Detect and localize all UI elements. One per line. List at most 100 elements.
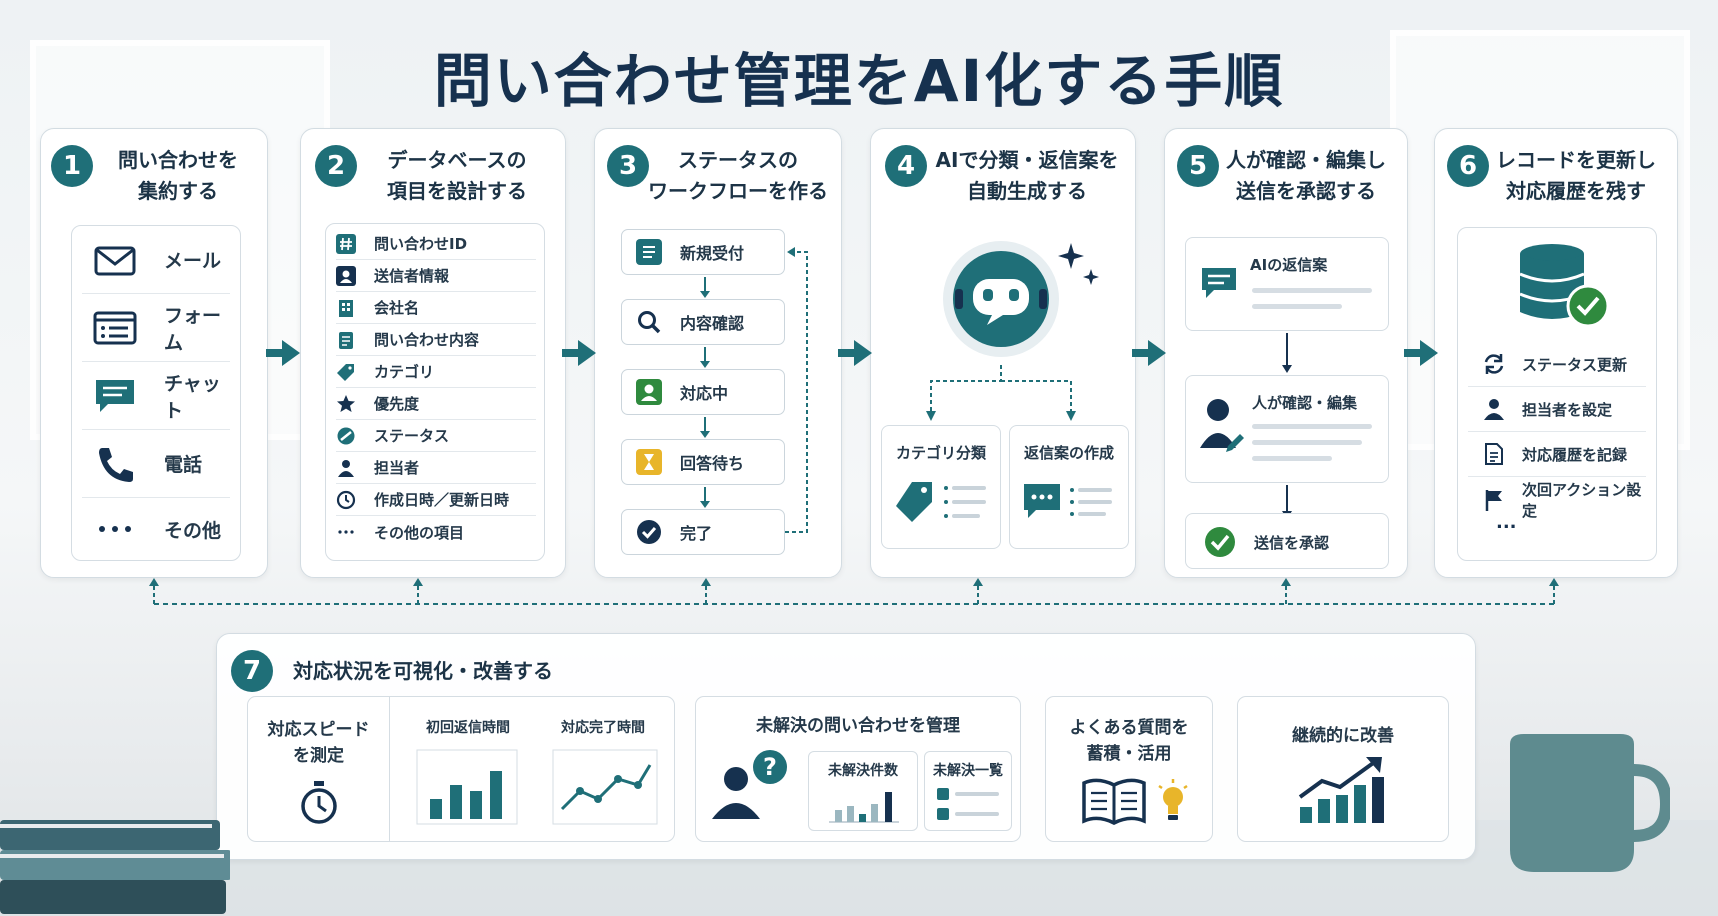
mail-icon xyxy=(94,246,136,275)
refresh-icon xyxy=(1484,354,1504,374)
step-4-panel: 4 AIで分類・返信案を 自動生成する カテゴリ分類 返信案の作成 xyxy=(870,128,1136,578)
channel-label: フォーム xyxy=(164,304,222,354)
step-number: 3 xyxy=(607,145,649,187)
more-icon xyxy=(99,526,131,532)
completion-label: 対応完了時間 xyxy=(561,720,645,736)
step-number: 2 xyxy=(315,145,357,187)
field-label: 問い合わせID xyxy=(374,235,468,253)
bar-chart-icon xyxy=(416,749,518,825)
arrow-down-icon xyxy=(700,417,710,438)
list-item: 次回アクション設定 xyxy=(1468,477,1646,522)
step-number: 1 xyxy=(51,145,93,187)
status-review[interactable]: 内容確認 xyxy=(621,299,785,345)
person-icon xyxy=(636,379,662,405)
step-title-line1: レコードを更新し xyxy=(1496,148,1656,172)
list-item[interactable]: フォーム xyxy=(82,294,230,362)
sub-label: 返信案の作成 xyxy=(1023,444,1114,462)
step-title-line2: 集約する xyxy=(138,179,218,203)
clock-icon xyxy=(336,490,356,509)
tag-icon xyxy=(896,482,986,522)
list-item: 問い合わせID xyxy=(336,228,536,260)
status-waiting[interactable]: 回答待ち xyxy=(621,439,785,485)
arrow-right-icon xyxy=(562,340,596,366)
step-5-panel: 5 人が確認・編集し 送信を承認する AIの返信案 人が確認・編集 送信を承認 xyxy=(1164,128,1408,578)
unresolved-count-label: 未解決件数 xyxy=(828,763,898,779)
arrow-right-icon xyxy=(266,340,300,366)
step-header: 6 レコードを更新し 対応履歴を残す xyxy=(1435,145,1677,207)
status-label: 対応中 xyxy=(680,384,729,403)
loop-back-arrow xyxy=(785,247,808,533)
field-label: カテゴリ xyxy=(374,363,435,381)
tag-icon xyxy=(337,363,354,381)
box-label: 人が確認・編集 xyxy=(1252,394,1358,412)
document-icon xyxy=(1485,443,1503,465)
list-item: カテゴリ xyxy=(336,356,536,388)
unresolved-card: 未解決の問い合わせを管理 ? 未解決件数 未解決一覧 xyxy=(695,696,1021,842)
field-label: 問い合わせ内容 xyxy=(374,331,480,349)
category-classification-box: カテゴリ分類 xyxy=(881,425,1001,549)
unresolved-list-mini: 未解決一覧 xyxy=(924,751,1012,831)
arrow-down-icon xyxy=(700,277,710,298)
field-label: 作成日時／更新日時 xyxy=(374,491,510,509)
update-label: ステータス更新 xyxy=(1522,355,1628,374)
field-label: 優先度 xyxy=(374,395,420,413)
database-check-icon xyxy=(1519,244,1610,328)
step-header: 3 ステータスの ワークフローを作る xyxy=(595,145,841,207)
list-item: ステータス xyxy=(336,420,536,452)
step-title-line2: ワークフローを作る xyxy=(648,179,828,203)
step-number: 5 xyxy=(1177,145,1219,187)
status-done[interactable]: 完了 xyxy=(621,509,785,555)
chat-icon xyxy=(1024,484,1112,518)
list-item: ステータス更新 xyxy=(1468,342,1646,387)
list-icon xyxy=(636,239,662,265)
building-icon xyxy=(339,299,353,317)
person-icon xyxy=(338,459,354,477)
status-label: 完了 xyxy=(680,524,713,543)
faq-title-line2: 蓄積・活用 xyxy=(1086,744,1172,764)
step-title-line1: 問い合わせを xyxy=(118,148,238,172)
approve-send-box[interactable]: 送信を承認 xyxy=(1185,513,1389,569)
line-chart-icon xyxy=(552,749,658,825)
status-new[interactable]: 新規受付 xyxy=(621,229,785,275)
step-header: 5 人が確認・編集し 送信を承認する xyxy=(1165,145,1407,207)
improve-title: 継続的に改善 xyxy=(1292,726,1394,746)
list-item: 担当者を設定 xyxy=(1468,387,1646,432)
unresolved-list-label: 未解決一覧 xyxy=(933,763,1003,779)
step-title-line1: 人が確認・編集し xyxy=(1226,148,1386,172)
lightbulb-icon xyxy=(1158,779,1188,820)
check-circle-icon xyxy=(1205,527,1235,557)
status-label: 新規受付 xyxy=(680,244,745,263)
star-icon xyxy=(337,394,355,412)
open-book-icon xyxy=(1082,778,1146,825)
list-item[interactable]: その他 xyxy=(82,498,230,560)
status-label: 内容確認 xyxy=(680,314,745,333)
channel-label: チャット xyxy=(164,372,221,422)
step-2-panel: 2 データベースの 項目を設計する 問い合わせID 送信者情報 会社名 問い合わ… xyxy=(300,128,566,578)
status-in-progress[interactable]: 対応中 xyxy=(621,369,785,415)
list-item[interactable]: 電話 xyxy=(82,430,230,498)
feedback-connector xyxy=(149,578,1559,605)
hash-icon xyxy=(336,233,356,254)
list-item[interactable]: メール xyxy=(82,226,230,294)
arrow-right-icon xyxy=(838,340,872,366)
flag-icon xyxy=(1485,489,1502,511)
list-item: 会社名 xyxy=(336,292,536,324)
phone-icon xyxy=(99,447,133,482)
step-7-panel: 7 対応状況を可視化・改善する 対応スピード を測定 初回返信時間 対応完了時間… xyxy=(216,633,1476,860)
list-item: 担当者 xyxy=(336,452,536,484)
step-title-line1: AIで分類・返信案を xyxy=(935,148,1119,172)
faq-title-line1: よくある質問を xyxy=(1069,718,1189,738)
step-title-line1: ステータスの xyxy=(678,148,798,172)
list-item: 優先度 xyxy=(336,388,536,420)
list-item[interactable]: チャット xyxy=(82,362,230,430)
channel-label: その他 xyxy=(164,519,222,542)
update-label: 対応履歴を記録 xyxy=(1522,445,1628,464)
unresolved-title: 未解決の問い合わせを管理 xyxy=(756,716,960,736)
arrow-down-icon xyxy=(1282,333,1292,373)
field-label: その他の項目 xyxy=(374,523,465,542)
channel-label: 電話 xyxy=(164,454,203,476)
chat-icon xyxy=(1202,268,1236,298)
list-item: その他の項目 xyxy=(336,516,536,548)
update-label: 担当者を設定 xyxy=(1522,400,1613,419)
chat-icon xyxy=(96,379,134,412)
